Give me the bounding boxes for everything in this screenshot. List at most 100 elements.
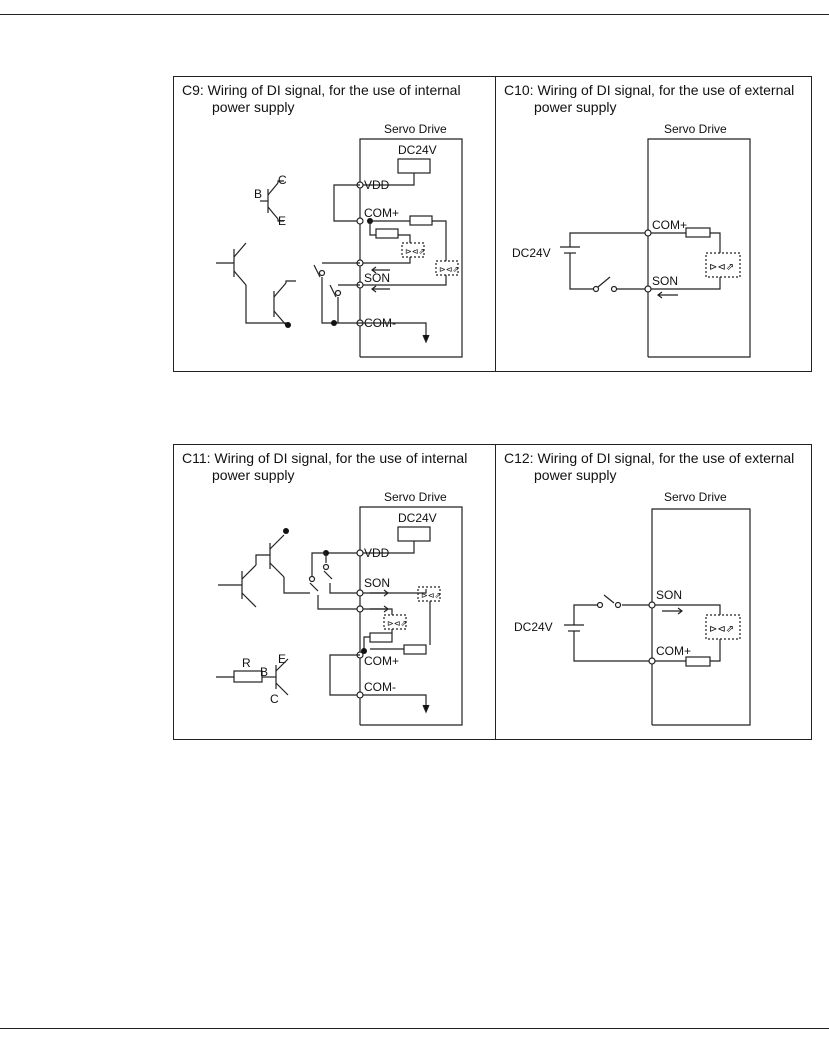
- switch-2-wire: [317, 595, 357, 610]
- switch: [597, 276, 611, 288]
- resistor-1: [409, 215, 433, 226]
- switch-2-feed: [311, 552, 326, 576]
- switch-1: [313, 264, 321, 278]
- label-e: E: [278, 214, 286, 228]
- drive-boundary: [359, 506, 463, 726]
- son-label: SON: [364, 271, 390, 285]
- son-terminal: [644, 285, 652, 293]
- com-plus-terminal: [644, 229, 652, 237]
- transistor-left-c-lead: [255, 554, 270, 565]
- opto-1-output: [360, 257, 411, 264]
- figure-c9-diagram: Servo Drive DC24V VDD COM+ ⊳⊲⇗ ⊳⊲⇗ SON: [216, 122, 463, 358]
- figure-c9-title-line1: C9: Wiring of DI signal, for the use of …: [182, 82, 461, 98]
- opto-glyph-2: ⊳⊲⇗: [387, 619, 407, 628]
- transistor-top-collector: [267, 182, 279, 196]
- figure-c11-title-line1: C11: Wiring of DI signal, for the use of…: [182, 450, 468, 466]
- transistor-right-c-lead: [285, 280, 296, 283]
- servo-drive-label: Servo Drive: [384, 122, 447, 136]
- com-minus-arrow: [422, 704, 430, 714]
- figure-c12-panel: C12: Wiring of DI signal, for the use of…: [495, 444, 812, 740]
- transistor-left-emitter: [233, 270, 247, 286]
- return-node: [331, 320, 337, 326]
- com-plus-terminal: [648, 657, 656, 665]
- transistor-top-return: [283, 577, 310, 594]
- servo-drive-label: Servo Drive: [664, 122, 727, 136]
- dc24v-box: [397, 526, 431, 542]
- son-arrow-head: [657, 291, 663, 299]
- optocoupler: [705, 614, 741, 640]
- resistor-2: [369, 632, 393, 643]
- figure-c11-title: C11: Wiring of DI signal, for the use of…: [182, 450, 467, 484]
- switch-2: [309, 582, 319, 592]
- transistor-top-c-lead: [277, 180, 284, 183]
- switch-1-contact: [322, 563, 330, 571]
- son-label: SON: [364, 576, 390, 590]
- figure-c10-title-line2: power supply: [534, 99, 617, 115]
- transistor-node: [283, 528, 289, 534]
- switch-1: [323, 570, 333, 580]
- switch-contact-1: [596, 601, 604, 609]
- label-b: B: [254, 187, 262, 201]
- label-b: B: [260, 665, 268, 679]
- figure-c10-diagram: Servo Drive COM+ ⊳⊲⇗ SON DC24V: [512, 122, 751, 358]
- switch-contact-2: [614, 601, 622, 609]
- switch-2: [329, 284, 337, 298]
- figure-c12-title-line1: C12: Wiring of DI signal, for the use of…: [504, 450, 795, 466]
- opto-2-output: [360, 275, 447, 286]
- opto-glyph-1: ⊳⊲⇗: [421, 591, 441, 600]
- son-wire: [363, 589, 427, 594]
- optocoupler-1: [417, 586, 441, 602]
- footer-rule: [0, 1028, 829, 1029]
- optocoupler-2: [435, 260, 459, 276]
- arrow-1-head: [371, 266, 377, 274]
- optocoupler-1: [401, 242, 425, 258]
- resistor-wire: [710, 657, 721, 662]
- transistor-left-collector: [233, 242, 247, 258]
- transistor-left-collector: [241, 564, 257, 580]
- son-label: SON: [652, 274, 678, 288]
- resistor-2-lead: [369, 221, 376, 236]
- figure-c11-title-line2: power supply: [212, 467, 295, 483]
- transistor-top-collector: [269, 534, 285, 550]
- transistor-bottom-collector: [275, 682, 289, 696]
- com-minus-terminal: [356, 691, 364, 699]
- arrow-2-head: [371, 285, 377, 293]
- resistor-1: [403, 644, 427, 655]
- vdd-label: VDD: [364, 546, 390, 560]
- figure-c12-diagram: Servo Drive SON ⊳⊲⇗ COM+ DC24V: [514, 490, 751, 726]
- figure-c9-title: C9: Wiring of DI signal, for the use of …: [182, 82, 461, 116]
- switch: [603, 594, 615, 604]
- son-terminal: [356, 589, 364, 597]
- dc24v-box: [397, 158, 431, 174]
- opto-glyph-1: ⊳⊲⇗: [405, 247, 425, 256]
- figure-c9-panel: C9: Wiring of DI signal, for the use of …: [173, 76, 496, 372]
- opto-glyph: ⊳⊲⇗: [709, 262, 734, 273]
- supply-positive-wire: [573, 604, 597, 625]
- servo-drive-label: Servo Drive: [384, 490, 447, 504]
- figure-c12-title: C12: Wiring of DI signal, for the use of…: [504, 450, 794, 484]
- transistor-bottom-emitter: [275, 658, 289, 672]
- switch-2-contact: [308, 575, 316, 583]
- son-wire: [655, 604, 721, 615]
- son-arrow-head: [677, 607, 683, 615]
- com-minus-wire: [360, 322, 427, 339]
- vdd-terminal: [356, 549, 364, 557]
- com-minus-label: COM-: [364, 680, 396, 694]
- figure-c11-panel: C11: Wiring of DI signal, for the use of…: [173, 444, 496, 740]
- figure-c9-title-line2: power supply: [212, 99, 295, 115]
- drive-boundary: [359, 138, 463, 358]
- dc24v-wire: [360, 173, 415, 186]
- figure-c10-title-line1: C10: Wiring of DI signal, for the use of…: [504, 82, 795, 98]
- switch-1-return: [321, 277, 360, 324]
- opto-output: [651, 277, 721, 290]
- resistor-r: [233, 670, 263, 683]
- supply-positive-wire: [569, 232, 645, 247]
- servo-drive-label: Servo Drive: [664, 490, 727, 504]
- optocoupler-2: [383, 614, 407, 630]
- figure-c10-title: C10: Wiring of DI signal, for the use of…: [504, 82, 794, 116]
- switch-2-contact: [334, 289, 342, 297]
- dc24v-label: DC24V: [398, 143, 437, 157]
- figure-c10-panel: C10: Wiring of DI signal, for the use of…: [495, 76, 812, 372]
- figure-c11-diagram: Servo Drive DC24V VDD SON ⊳⊲⇗ ⊳⊲⇗ COM+ C…: [216, 490, 463, 726]
- transistor-top-emitter: [269, 562, 285, 578]
